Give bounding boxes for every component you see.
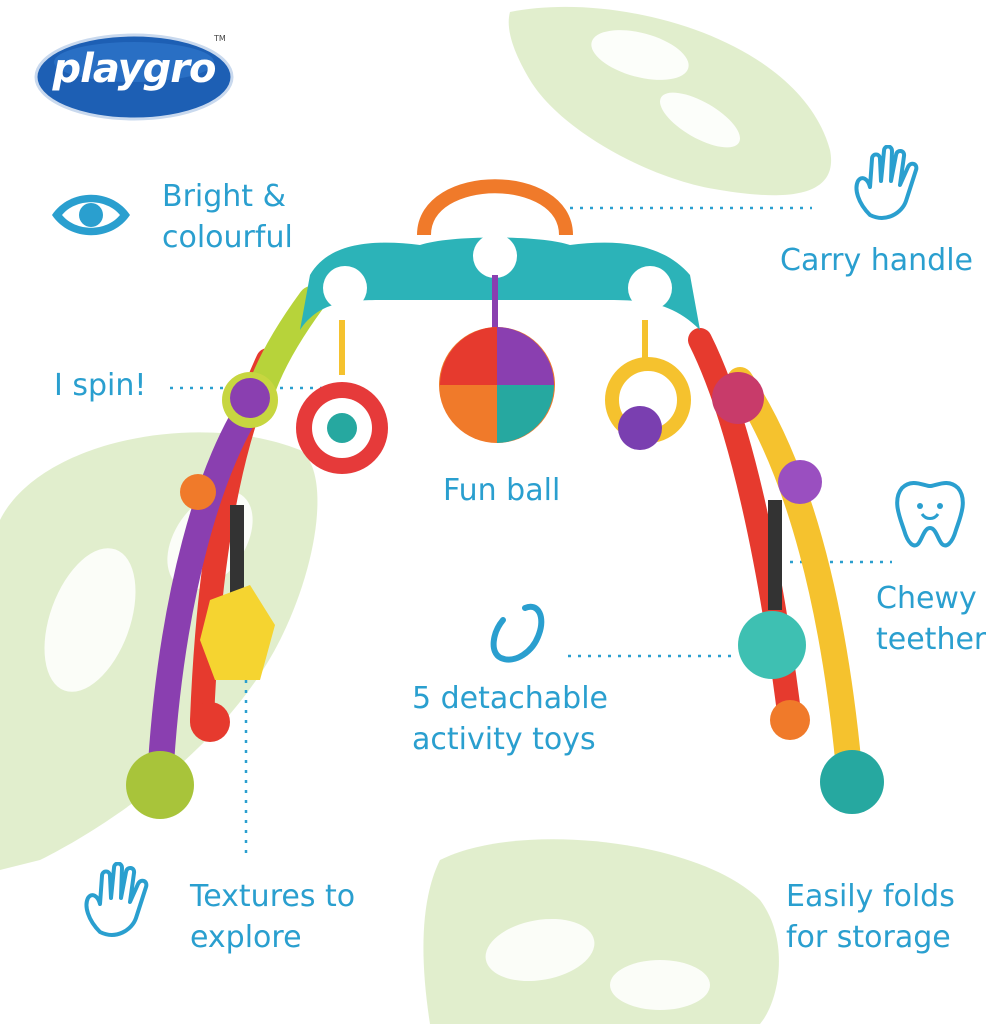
textured-toy-left	[180, 474, 275, 680]
feature-folds-line2: for storage	[786, 920, 951, 955]
feature-bright-colourful: Bright & colourful	[162, 176, 293, 258]
feature-teether-line2: teether	[876, 622, 986, 657]
feature-carry-handle: Carry handle	[780, 240, 973, 281]
feature-detachable-line2: activity toys	[412, 722, 596, 757]
eye-icon	[52, 194, 130, 236]
tooth-icon	[895, 480, 965, 548]
feature-carry-line1: Carry handle	[780, 243, 974, 278]
feature-bright-line1: Bright &	[162, 179, 286, 214]
feature-folds-line1: Easily folds	[786, 879, 955, 914]
teether-toy-right	[738, 460, 822, 679]
feature-detachable-toys: 5 detachable activity toys	[412, 678, 608, 760]
feature-textures: Textures to explore	[190, 876, 355, 958]
trademark-symbol: TM	[214, 34, 226, 43]
feature-chewy-teether: Chewy teether	[876, 578, 986, 660]
ring-rattle-toy	[605, 320, 691, 450]
link-ring-icon	[490, 603, 545, 663]
feature-textures-line1: Textures to	[190, 879, 356, 914]
leaf-decoration-top	[508, 6, 832, 196]
leaf-decoration-bottom	[423, 839, 779, 1024]
logo-text: playgro	[52, 46, 216, 92]
playgro-logo: playgro	[34, 32, 234, 122]
spinner-flower-toy	[296, 320, 388, 474]
feature-spin: I spin!	[54, 365, 146, 406]
fun-ball-toy	[439, 275, 555, 443]
callout-lines	[170, 206, 892, 858]
feature-detachable-line1: 5 detachable	[412, 681, 608, 716]
hand-icon	[84, 862, 149, 937]
feature-teether-line1: Chewy	[876, 581, 977, 616]
hand-icon	[854, 145, 919, 220]
feature-spin-line1: I spin!	[54, 368, 147, 403]
feature-easily-folds: Easily folds for storage	[786, 876, 955, 958]
logo-oval-icon	[34, 33, 234, 121]
feature-ball-line1: Fun ball	[443, 473, 561, 508]
feature-bright-line2: colourful	[162, 220, 293, 255]
carry-handle	[417, 179, 573, 236]
feature-textures-line2: explore	[190, 920, 302, 955]
feature-fun-ball: Fun ball	[443, 470, 560, 511]
